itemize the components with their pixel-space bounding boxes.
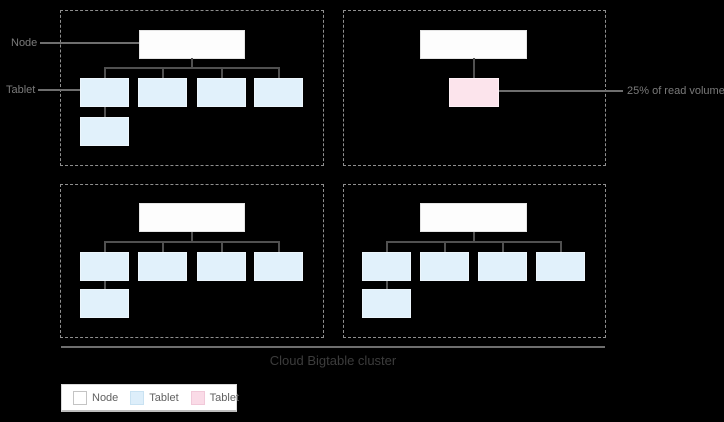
node-box <box>139 30 245 59</box>
tree-connector <box>221 67 223 78</box>
tablet-box <box>80 78 129 107</box>
tree-connector <box>386 241 562 243</box>
read-volume-leader-line <box>499 90 623 92</box>
tablet-box <box>362 252 411 281</box>
tree-connector <box>162 241 164 252</box>
tablet-box <box>80 117 129 146</box>
legend-item-hot-tablet: Tablet <box>190 390 240 405</box>
legend: Node Tablet Tablet <box>61 384 240 412</box>
tree-connector <box>221 241 223 252</box>
node-box <box>420 30 527 59</box>
tablet-box <box>80 289 129 318</box>
tree-connector <box>473 232 475 243</box>
tablet-box <box>420 252 469 281</box>
tablet-callout-label: Tablet <box>6 84 36 96</box>
tree-connector <box>386 241 388 252</box>
tree-connector <box>278 67 280 78</box>
tree-connector <box>104 241 280 243</box>
tree-connector <box>104 67 280 69</box>
tree-connector <box>191 232 193 243</box>
node-callout-label: Node <box>11 37 38 49</box>
tablet-box <box>362 289 411 318</box>
tablet-box <box>197 78 246 107</box>
legend-label: Node <box>92 391 119 404</box>
tree-connector <box>444 241 446 252</box>
tablet-leader-line <box>38 89 80 91</box>
tablet-box <box>138 78 187 107</box>
read-volume-callout-label: 25% of read volume <box>627 85 724 97</box>
cluster-title: Cloud Bigtable cluster <box>269 353 397 368</box>
hot-tablet-box <box>449 78 499 107</box>
node-group-2-boundary <box>343 10 606 166</box>
node-box <box>420 203 527 232</box>
tree-connector <box>104 67 106 78</box>
legend-item-tablet: Tablet <box>130 390 179 405</box>
tree-connector <box>104 241 106 252</box>
tree-connector <box>560 241 562 252</box>
tablet-box <box>536 252 585 281</box>
node-leader-line <box>40 42 139 44</box>
legend-label: Tablet <box>149 391 179 404</box>
tree-connector <box>502 241 504 252</box>
node-group-4-boundary <box>343 184 606 338</box>
tablet-box <box>80 252 129 281</box>
node-group-3-boundary <box>60 184 324 338</box>
tablet-swatch-icon <box>130 390 145 405</box>
hot-tablet-swatch-icon <box>190 390 205 405</box>
tree-connector <box>473 58 475 78</box>
tablet-box <box>254 252 303 281</box>
tree-connector <box>386 281 388 289</box>
node-group-1-boundary <box>60 10 324 166</box>
tablet-box <box>254 78 303 107</box>
tablet-box <box>478 252 527 281</box>
legend-label: Tablet <box>209 391 240 404</box>
legend-item-node: Node <box>73 390 119 405</box>
tree-connector <box>162 67 164 78</box>
tree-connector <box>278 241 280 252</box>
tablet-box <box>197 252 246 281</box>
tree-connector <box>104 107 106 117</box>
node-box <box>139 203 245 232</box>
cluster-divider-line <box>61 346 605 348</box>
tablet-box <box>138 252 187 281</box>
node-swatch-icon <box>73 390 87 405</box>
tree-connector <box>104 281 106 289</box>
tree-connector <box>191 58 193 69</box>
